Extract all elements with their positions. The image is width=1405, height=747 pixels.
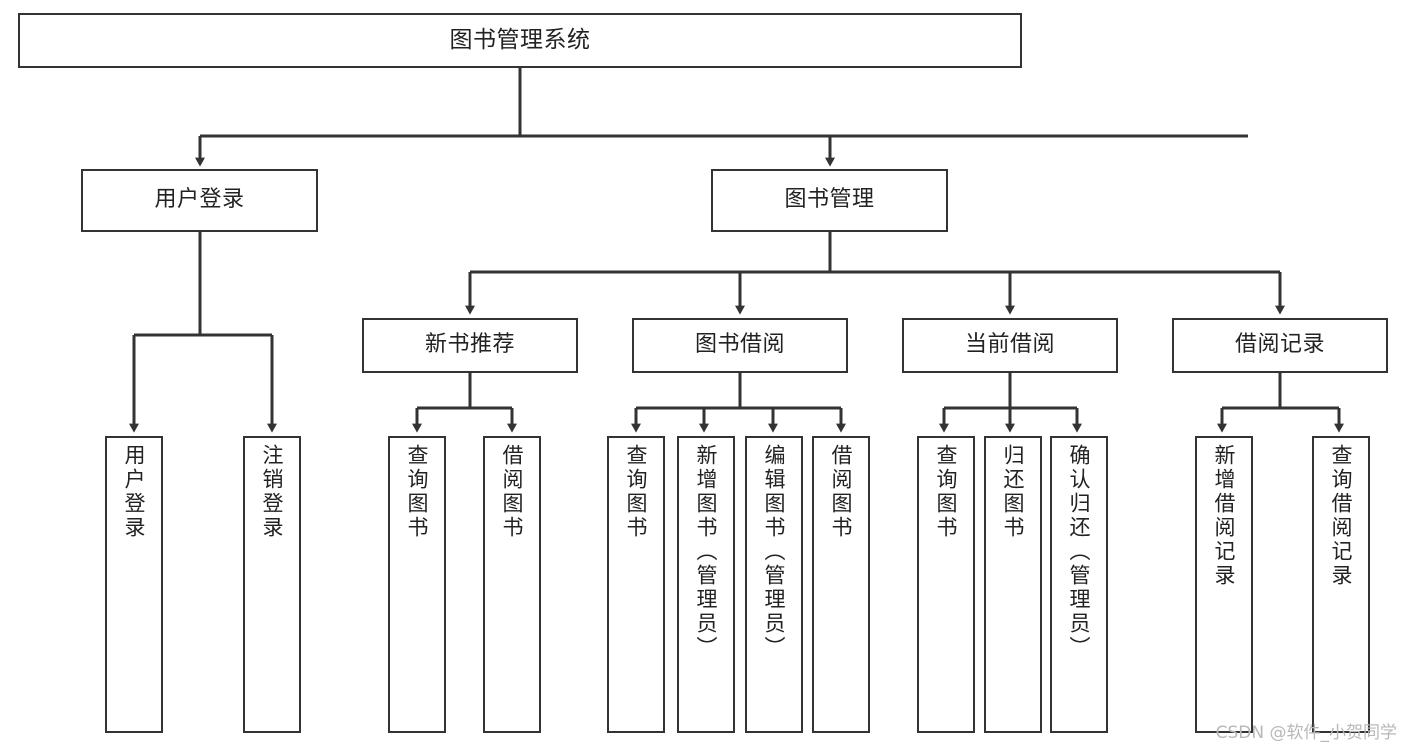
node-borrowing-record[interactable]: 借阅记录 <box>1172 318 1388 373</box>
node-leaf-query-books-new[interactable]: 查询图书 <box>388 436 446 733</box>
node-leaf-add-book-admin[interactable]: 新增图书（管理员） <box>677 436 735 733</box>
node-label: 当前借阅 <box>964 332 1055 358</box>
node-label: 查询图书 <box>405 444 430 540</box>
node-leaf-borrow-books[interactable]: 借阅图书 <box>812 436 870 733</box>
node-book-borrowing[interactable]: 图书借阅 <box>632 318 848 373</box>
node-label: 注销登录 <box>260 444 285 540</box>
node-leaf-add-borrow-record[interactable]: 新增借阅记录 <box>1195 436 1253 733</box>
node-label: 归还图书 <box>1001 444 1026 540</box>
node-leaf-query-borrow-record[interactable]: 查询借阅记录 <box>1312 436 1370 733</box>
node-label: 借阅图书 <box>829 444 854 540</box>
node-user-login[interactable]: 用户登录 <box>81 169 318 232</box>
node-label: 借阅图书 <box>500 444 525 540</box>
node-label: 图书管理 <box>784 187 875 213</box>
node-book-management[interactable]: 图书管理 <box>711 169 948 232</box>
node-label: 图书借阅 <box>694 332 785 358</box>
node-label: 新增图书（管理员） <box>694 444 719 660</box>
node-root-book-management-system[interactable]: 图书管理系统 <box>18 13 1022 68</box>
node-label: 确认归还（管理员） <box>1067 444 1092 660</box>
watermark: CSDN @软件_小贺同学 <box>1215 723 1397 743</box>
node-label: 编辑图书（管理员） <box>762 444 787 660</box>
node-leaf-edit-book-admin[interactable]: 编辑图书（管理员） <box>745 436 803 733</box>
node-leaf-return-books[interactable]: 归还图书 <box>984 436 1042 733</box>
node-label: 查询借阅记录 <box>1329 444 1354 588</box>
node-leaf-borrow-books-new[interactable]: 借阅图书 <box>483 436 541 733</box>
node-current-borrowing[interactable]: 当前借阅 <box>902 318 1118 373</box>
node-label: 图书管理系统 <box>449 27 591 54</box>
node-leaf-user-login[interactable]: 用户登录 <box>105 436 163 733</box>
node-new-book-recommendation[interactable]: 新书推荐 <box>362 318 578 373</box>
node-label: 查询图书 <box>934 444 959 540</box>
node-label: 借阅记录 <box>1234 332 1325 358</box>
node-label: 新增借阅记录 <box>1212 444 1237 588</box>
node-label: 用户登录 <box>122 444 147 540</box>
node-label: 查询图书 <box>624 444 649 540</box>
node-leaf-logout[interactable]: 注销登录 <box>243 436 301 733</box>
node-leaf-query-books-borrow[interactable]: 查询图书 <box>607 436 665 733</box>
node-leaf-confirm-return-admin[interactable]: 确认归还（管理员） <box>1050 436 1108 733</box>
node-leaf-query-books-current[interactable]: 查询图书 <box>917 436 975 733</box>
node-label: 新书推荐 <box>424 332 515 358</box>
node-label: 用户登录 <box>154 187 245 213</box>
